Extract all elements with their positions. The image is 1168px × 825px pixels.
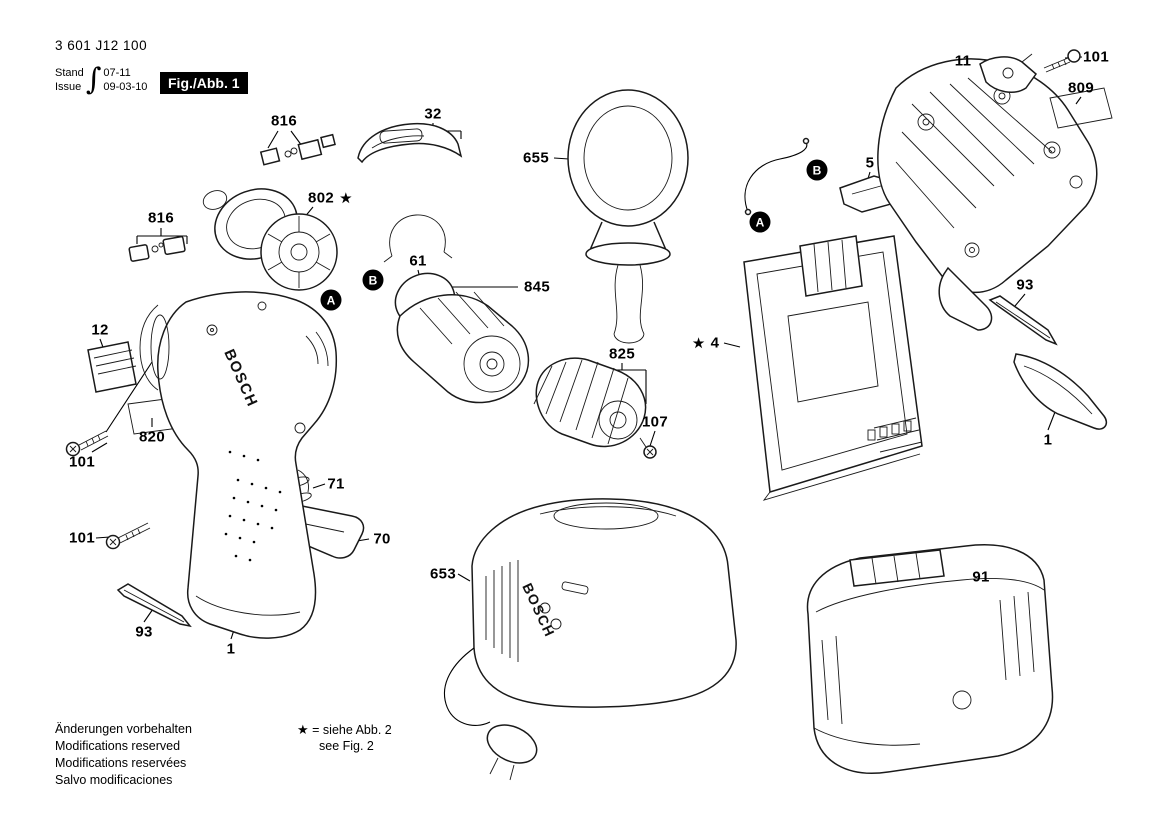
brace-glyph: ∫ [85, 62, 102, 97]
footer-line-de: Änderungen vorbehalten [55, 722, 192, 736]
callout-802: 802★ [308, 189, 352, 207]
gearbox [394, 272, 530, 404]
callout-1-left: 1 [226, 640, 236, 658]
drill-bit-right [988, 295, 1058, 346]
issue-value: 09-03-10 [103, 81, 148, 93]
callout-70: 70 [373, 530, 391, 548]
legend-star-icon: ★ [297, 722, 309, 737]
jumper-wire [744, 137, 810, 216]
figure-label: Fig./Abb. 1 [160, 72, 248, 94]
callout-101-upper-left: 101 [69, 453, 95, 471]
stand-issue-block: Stand Issue ∫ 07-11 09-03-10 [55, 62, 148, 97]
callout-816-upper: 816 [271, 112, 297, 130]
screw-101-upper-left [65, 430, 109, 457]
stand-label: Stand [55, 67, 84, 79]
callout-71: 71 [327, 475, 345, 493]
star-legend: ★ = siehe Abb. 2 see Fig. 2 [297, 722, 392, 754]
callout-101-lower-left: 101 [69, 529, 95, 547]
power-plug [486, 724, 538, 781]
label-plate-809 [1049, 87, 1113, 129]
callout-93-left: 93 [135, 623, 153, 641]
callout-809: 809 [1068, 79, 1094, 97]
battery-frame [743, 235, 923, 501]
housing-left: BOSCH [139, 291, 338, 639]
housing-right [877, 58, 1098, 331]
selector-part-12 [87, 341, 137, 393]
latch-part-11 [979, 53, 1038, 94]
callout-820: 820 [139, 428, 165, 446]
cover-part-32 [357, 122, 463, 164]
callout-61: 61 [409, 252, 427, 270]
footer-line-fr: Modifications reservées [55, 756, 187, 770]
housing-strip-right [1013, 353, 1108, 430]
connector-label-b-2: B [362, 269, 384, 291]
screw-107 [639, 437, 657, 459]
brush-set-left [128, 235, 186, 262]
part-number: 3 601 J12 100 [55, 38, 148, 53]
issue-label: Issue [55, 81, 82, 93]
footer-line-en: Modifications reserved [55, 739, 181, 753]
callout-101-top-right: 101 [1083, 48, 1109, 66]
screw-101-lower-left [105, 522, 151, 550]
callout-11: 11 [954, 52, 972, 70]
battery-pack [806, 544, 1054, 774]
callout-1-right: 1 [1043, 431, 1053, 449]
callout-4: ★4 [692, 334, 720, 352]
chuck [533, 357, 647, 448]
footer-notes: Änderungen vorbehalten Modifications res… [55, 721, 192, 789]
connector-label-a-1: A [749, 211, 771, 233]
callout-32: 32 [424, 105, 442, 123]
auxiliary-handle [567, 89, 689, 344]
drill-bit-left [116, 583, 192, 628]
callout-12: 12 [91, 321, 109, 339]
footer-line-es: Salvo modificaciones [55, 773, 173, 787]
stand-value: 07-11 [103, 67, 131, 79]
callout-107: 107 [642, 413, 668, 431]
callout-825: 825 [609, 345, 635, 363]
screw-101-top-right [1043, 49, 1081, 73]
motor [202, 188, 338, 291]
callout-845: 845 [524, 278, 550, 296]
legend-text-de: = siehe Abb. 2 [312, 723, 392, 737]
callout-91: 91 [972, 568, 990, 586]
callout-653: 653 [430, 565, 456, 583]
connector-label-a-2: A [320, 289, 342, 311]
brush-set-upper [259, 133, 336, 166]
callout-93-right: 93 [1016, 276, 1034, 294]
grip-texture [224, 450, 282, 562]
spring-clip [383, 214, 453, 263]
connector-label-b-1: B [806, 159, 828, 181]
callout-655: 655 [523, 149, 549, 167]
legend-text-en: see Fig. 2 [319, 739, 374, 753]
callout-816-left: 816 [148, 209, 174, 227]
callout-5: 5 [865, 154, 875, 172]
charger: BOSCH [444, 498, 737, 781]
